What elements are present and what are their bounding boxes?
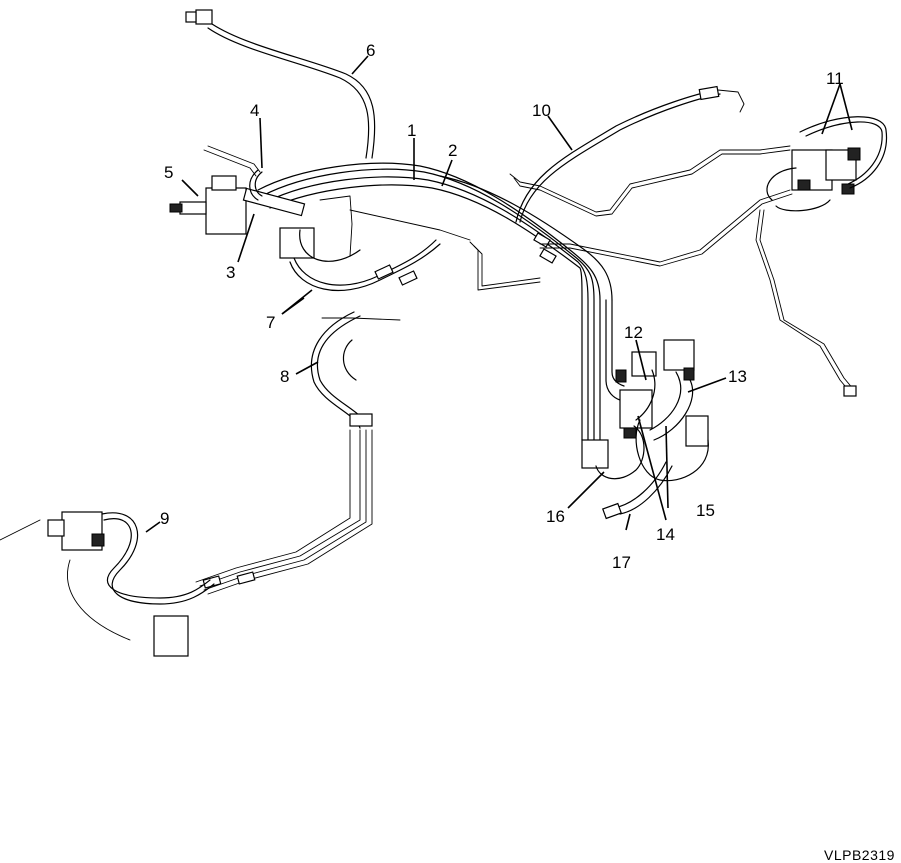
callout-13: 13 <box>728 367 747 386</box>
coupler-7a <box>374 264 394 280</box>
fitting-13 <box>683 367 695 381</box>
fitting-6-end <box>195 9 213 25</box>
callout-7: 7 <box>266 313 275 332</box>
valve-9-port <box>47 519 65 537</box>
valve-11-fitting-c <box>847 147 861 161</box>
callout-3: 3 <box>226 263 235 282</box>
fitting-12 <box>615 369 627 383</box>
valve-9 <box>0 511 215 657</box>
valve-16-body <box>581 439 609 469</box>
fitting-11-end <box>843 385 857 397</box>
valve-5-inlet <box>179 201 207 215</box>
callout-14: 14 <box>656 525 675 544</box>
callout-6: 6 <box>366 41 375 60</box>
callout-1: 1 <box>407 121 416 140</box>
valve-9-fitting <box>91 533 105 547</box>
hose-1-2-bundle <box>257 162 625 441</box>
callout-labels: 1 2 3 4 5 6 7 8 9 10 11 12 13 14 15 16 1… <box>160 41 844 572</box>
valve-11 <box>755 116 888 397</box>
fitting-10 <box>698 85 720 101</box>
valve-5-body <box>205 187 247 235</box>
right-valve-bank <box>581 339 709 520</box>
coupler-9b <box>236 571 256 585</box>
valve-15-body <box>685 415 709 447</box>
coupler-7b <box>398 270 418 286</box>
callout-2: 2 <box>448 141 457 160</box>
callout-17: 17 <box>612 553 631 572</box>
callout-12: 12 <box>624 323 643 342</box>
callout-11: 11 <box>826 69 844 88</box>
hose-10 <box>469 85 793 291</box>
fitting-17 <box>602 502 622 520</box>
coupler-1 <box>533 232 551 248</box>
fitting-14 <box>623 427 637 439</box>
fitting-5 <box>169 203 183 213</box>
clamp-8 <box>349 413 373 427</box>
hose-6 <box>185 9 376 159</box>
callout-10: 10 <box>532 101 551 120</box>
block-3 <box>279 227 315 259</box>
leader-lines <box>145 55 853 533</box>
valve-11-fitting-b <box>841 183 855 195</box>
hose-8-run <box>195 311 373 595</box>
left-valve-assembly <box>169 145 315 259</box>
callout-4: 4 <box>250 101 259 120</box>
valve-12-body <box>663 339 695 371</box>
callout-5: 5 <box>164 163 173 182</box>
callout-8: 8 <box>280 367 289 386</box>
figure-reference: VLPB2319 <box>824 847 895 863</box>
valve-5-cap <box>211 175 237 191</box>
callout-9: 9 <box>160 509 169 528</box>
bracket-9 <box>153 615 189 657</box>
fitting-6-cap <box>185 11 197 23</box>
callout-15: 15 <box>696 501 715 520</box>
hose-7 <box>289 195 471 321</box>
callout-16: 16 <box>546 507 565 526</box>
coupler-2 <box>539 248 557 264</box>
valve-11-fitting-a <box>797 179 811 191</box>
manifold-3 <box>242 187 306 217</box>
